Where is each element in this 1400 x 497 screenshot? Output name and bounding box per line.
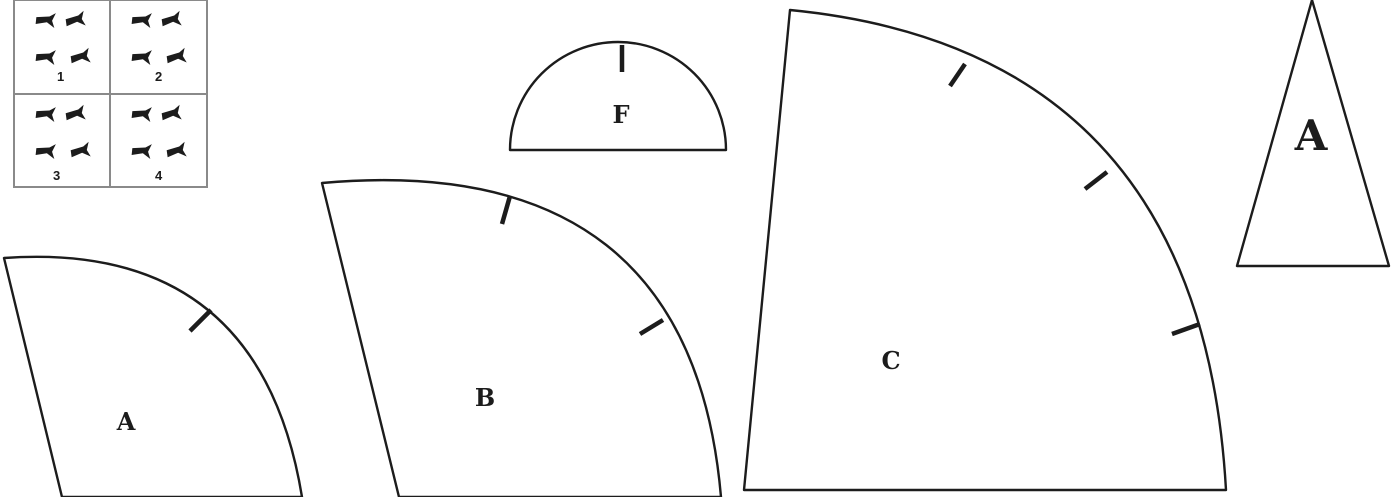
layout-cell-4 <box>131 104 187 160</box>
bird-motif-icon <box>70 141 91 158</box>
quarter-large-outline <box>742 8 1228 492</box>
semicircle-outline <box>508 40 728 152</box>
quarter-medium-notch-2 <box>638 318 665 336</box>
quarter-small-label: A <box>116 407 136 436</box>
pattern-piece-triangle: A <box>1235 0 1391 268</box>
quarter-large-notch-3 <box>1171 321 1201 337</box>
pattern-piece-semicircle: F <box>508 40 728 152</box>
bird-motif-icon <box>131 144 152 160</box>
quarter-large-notch-2 <box>1083 170 1109 191</box>
bird-motif-icon <box>131 107 152 123</box>
semicircle-label: F <box>612 100 629 129</box>
bird-motif-icon <box>166 47 187 64</box>
bird-motif-icon <box>70 47 91 64</box>
layout-cell-number-1: 1 <box>57 69 64 84</box>
pattern-piece-quarter-large: C <box>742 8 1228 492</box>
bird-motif-icon <box>35 144 56 160</box>
triangle-label: A <box>1294 111 1329 160</box>
quarter-small-notch <box>188 308 213 333</box>
bird-motif-icon <box>161 104 182 121</box>
bird-motif-icon <box>65 10 86 27</box>
bird-motif-icon <box>131 50 152 66</box>
triangle-outline <box>1235 0 1391 268</box>
layout-cell-number-4: 4 <box>155 168 163 183</box>
bird-motif-icon <box>161 10 182 27</box>
quarter-medium-outline <box>320 178 723 497</box>
bird-motif-icon <box>35 50 56 66</box>
layout-cell-3 <box>35 104 91 160</box>
bird-motif-icon <box>166 141 187 158</box>
layout-cell-number-2: 2 <box>155 69 162 84</box>
quarter-medium-notch-1 <box>499 195 513 225</box>
quarter-large-label: C <box>881 346 900 375</box>
layout-cell-number-3: 3 <box>53 168 60 183</box>
layout-cell-1 <box>35 10 91 66</box>
quarter-small-outline <box>2 255 304 497</box>
bird-motif-icon <box>35 13 56 29</box>
quarter-large-notch-1 <box>948 62 967 88</box>
layout-cell-2 <box>131 10 187 66</box>
pattern-piece-quarter-medium: B <box>320 178 723 497</box>
bird-motif-icon <box>65 104 86 121</box>
bird-motif-icon <box>131 13 152 29</box>
bird-motif-icon <box>35 107 56 123</box>
quarter-medium-label: B <box>475 383 495 412</box>
pattern-piece-quarter-small: A <box>2 255 304 497</box>
layout-key: 1 2 3 4 <box>13 0 208 188</box>
